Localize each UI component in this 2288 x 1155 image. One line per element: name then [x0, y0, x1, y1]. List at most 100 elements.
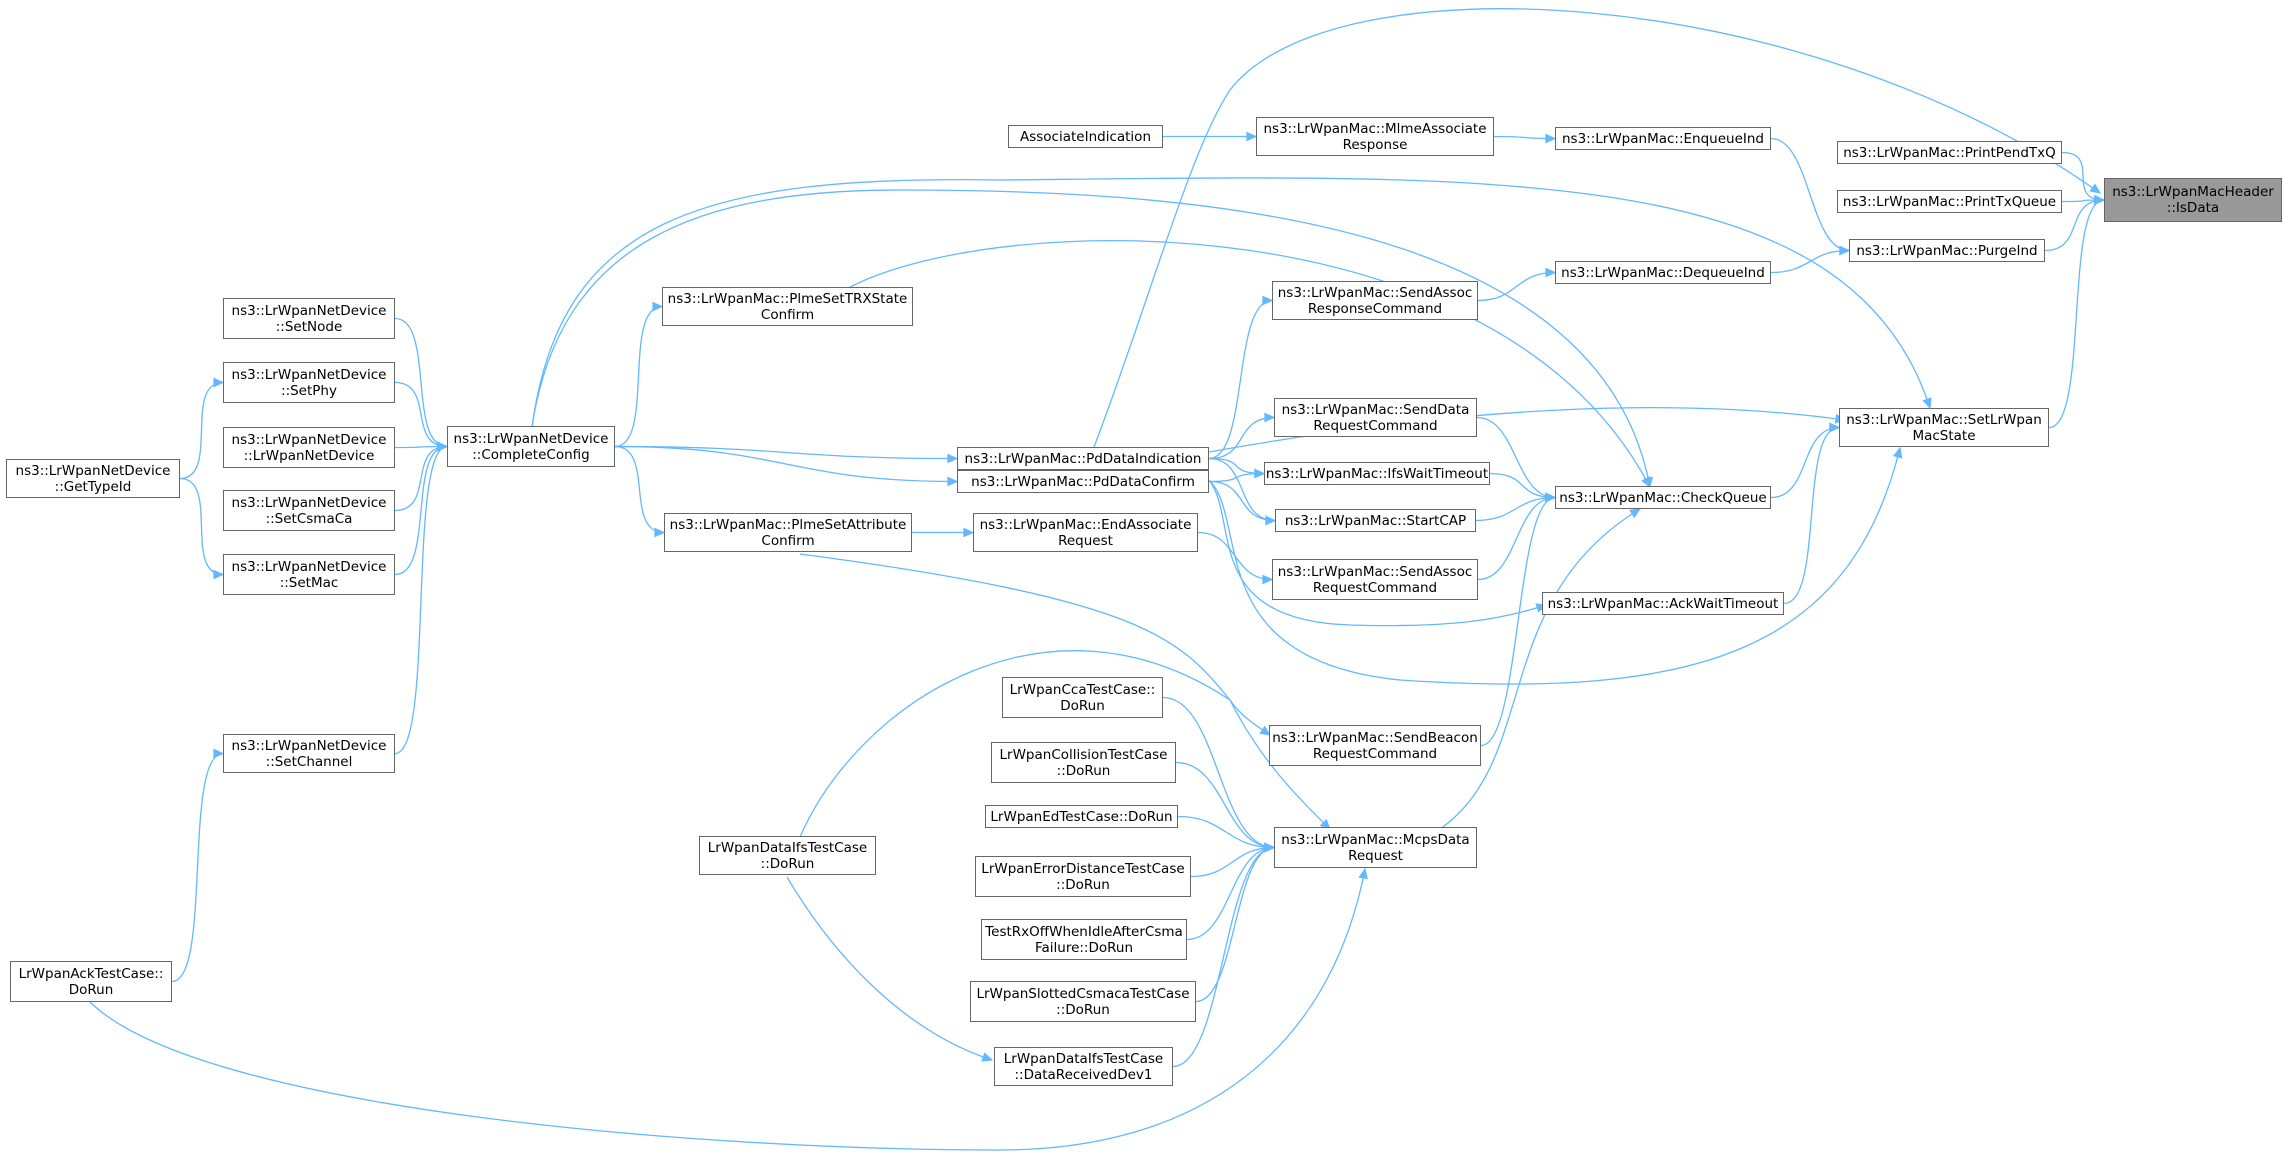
node-label-line: ns3::LrWpanMac::CheckQueue — [1559, 489, 1767, 506]
edge-ctor-to-completeconfig — [394, 445, 448, 449]
node-slotted[interactable]: LrWpanSlottedCsmacaTestCase::DoRun — [970, 981, 1196, 1022]
node-label-line: ns3::LrWpanMac::PlmeSetAttribute — [669, 516, 907, 533]
edge-pddataconfirm-to-setstate — [1208, 447, 1901, 685]
edge-colltest-to-mcpsdata — [1175, 761, 1275, 849]
node-label-line: AssociateIndication — [1019, 128, 1152, 145]
node-label-line: ::DoRun — [1056, 876, 1110, 893]
node-setnode[interactable]: ns3::LrWpanNetDevice::SetNode — [223, 298, 395, 339]
edge-arrowhead-16 — [947, 476, 959, 487]
edge-pddataconfirm-to-startcap — [1208, 480, 1276, 522]
edge-plmetrx-to-checkqueue — [849, 240, 1651, 488]
edge-rxoff-to-mcpsdata — [1186, 846, 1275, 941]
edge-completeconfig-to-checkqueue — [531, 189, 1651, 488]
node-label-line: LrWpanDataIfsTestCase — [707, 839, 868, 856]
edge-arrowhead-35 — [963, 527, 975, 538]
node-label-line: LrWpanSlottedCsmacaTestCase — [976, 985, 1190, 1002]
node-ccatest[interactable]: LrWpanCcaTestCase::DoRun — [1002, 677, 1163, 718]
node-label-line: ns3::LrWpanMac::MlmeAssociate — [1263, 120, 1487, 137]
node-label-line: ::GetTypeId — [54, 478, 132, 495]
node-ifswait[interactable]: ns3::LrWpanMac::IfsWaitTimeout — [1264, 462, 1490, 485]
node-ackwait[interactable]: ns3::LrWpanMac::AckWaitTimeout — [1542, 592, 1784, 615]
node-acktest[interactable]: LrWpanAckTestCase::DoRun — [10, 961, 172, 1002]
node-label-line: ns3::LrWpanNetDevice — [453, 430, 609, 447]
node-pddataind[interactable]: ns3::LrWpanMac::PdDataIndication — [957, 447, 1209, 470]
node-label-line: ::SetNode — [275, 318, 343, 335]
edge-arrowhead-34 — [1262, 574, 1274, 585]
edge-arrowhead-7 — [1545, 133, 1557, 144]
node-label-line: ns3::LrWpanMac::EnqueueInd — [1561, 130, 1765, 147]
edge-setmac-to-completeconfig — [394, 445, 448, 576]
node-label-line: RequestCommand — [1313, 417, 1438, 434]
node-label-line: MacState — [1912, 427, 1976, 444]
node-setchannel[interactable]: ns3::LrWpanNetDevice::SetChannel — [223, 734, 395, 773]
node-label-line: ::LrWpanNetDevice — [243, 447, 375, 464]
edge-arrowhead-9 — [1545, 267, 1557, 278]
edge-gettypeid-to-setphy — [179, 381, 224, 480]
edge-arrowhead-32 — [1545, 492, 1557, 503]
edge-arrowhead-43 — [213, 377, 225, 388]
node-enqueue[interactable]: ns3::LrWpanMac::EnqueueInd — [1555, 127, 1771, 150]
edge-pddataconfirm-to-ifswait — [1208, 472, 1265, 483]
edge-setchannel-to-completeconfig — [394, 445, 448, 755]
edge-pddataind-to-startcap — [1208, 457, 1276, 522]
node-assocind[interactable]: AssociateIndication — [1008, 125, 1163, 148]
node-startcap[interactable]: ns3::LrWpanMac::StartCAP — [1275, 509, 1476, 532]
node-gettypeid[interactable]: ns3::LrWpanNetDevice::GetTypeId — [6, 459, 180, 498]
edge-acktest-to-setchannel — [171, 752, 224, 983]
node-label-line: ns3::LrWpanNetDevice — [231, 302, 387, 319]
node-label-line: LrWpanErrorDistanceTestCase — [981, 860, 1185, 877]
edge-setnode-to-completeconfig — [394, 317, 448, 448]
node-dequeue[interactable]: ns3::LrWpanMac::DequeueInd — [1555, 261, 1771, 284]
node-checkqueue[interactable]: ns3::LrWpanMac::CheckQueue — [1555, 486, 1771, 509]
edge-slotted-to-mcpsdata — [1195, 846, 1275, 1003]
node-printpend[interactable]: ns3::LrWpanMac::PrintPendTxQ — [1837, 141, 2062, 164]
node-label-line: ns3::LrWpanMac::SendAssoc — [1277, 284, 1473, 301]
node-setphy[interactable]: ns3::LrWpanNetDevice::SetPhy — [223, 362, 395, 403]
edge-printpend-to-root — [2061, 151, 2105, 201]
node-label-line: RequestCommand — [1312, 579, 1438, 596]
node-label-line: ::SetChannel — [265, 753, 353, 770]
node-errdist[interactable]: LrWpanErrorDistanceTestCase::DoRun — [975, 856, 1191, 897]
edge-assocresp-to-enqueue — [1493, 135, 1556, 140]
node-setcsma[interactable]: ns3::LrWpanNetDevice::SetCsmaCa — [223, 490, 395, 531]
node-label-line: ::IsData — [2166, 200, 2220, 216]
node-completeconfig[interactable]: ns3::LrWpanNetDevice::CompleteConfig — [447, 426, 615, 467]
node-label-line: LrWpanDataIfsTestCase — [1003, 1050, 1164, 1067]
node-ifsrecv[interactable]: LrWpanDataIfsTestCase::DataReceivedDev1 — [994, 1047, 1173, 1086]
edge-endassoc-to-sendassocreq — [1197, 531, 1273, 581]
edge-setphy-to-completeconfig — [394, 381, 448, 448]
node-setmac[interactable]: ns3::LrWpanNetDevice::SetMac — [223, 554, 395, 595]
node-purgeind[interactable]: ns3::LrWpanMac::PurgeInd — [1849, 239, 2045, 262]
node-ifsdorun[interactable]: LrWpanDataIfsTestCase::DoRun — [699, 836, 876, 875]
node-label-line: Request — [1058, 532, 1113, 549]
node-ctor[interactable]: ns3::LrWpanNetDevice::LrWpanNetDevice — [223, 427, 395, 468]
node-label-line: ns3::LrWpanMac::StartCAP — [1284, 512, 1467, 529]
edge-startcap-to-checkqueue — [1475, 496, 1556, 522]
edge-errdist-to-mcpsdata — [1190, 846, 1275, 878]
node-label-line: ns3::LrWpanMac::AckWaitTimeout — [1547, 595, 1779, 612]
edge-arrowhead-44 — [213, 569, 225, 580]
node-edtest[interactable]: LrWpanEdTestCase::DoRun — [985, 805, 1178, 828]
node-label-line: ns3::LrWpanMacHeader — [2112, 184, 2274, 200]
node-pddataconfirm[interactable]: ns3::LrWpanMac::PdDataConfirm — [957, 470, 1209, 493]
node-label-line: Confirm — [761, 532, 815, 549]
node-label-line: ::DoRun — [1056, 762, 1111, 779]
node-colltest[interactable]: LrWpanCollisionTestCase::DoRun — [991, 742, 1176, 783]
edge-arrowhead-18 — [1641, 476, 1651, 489]
node-printtx[interactable]: ns3::LrWpanMac::PrintTxQueue — [1837, 190, 2062, 213]
edge-setstate-to-root — [2048, 199, 2105, 429]
node-label-line: ns3::LrWpanMac::SendAssoc — [1277, 563, 1473, 580]
